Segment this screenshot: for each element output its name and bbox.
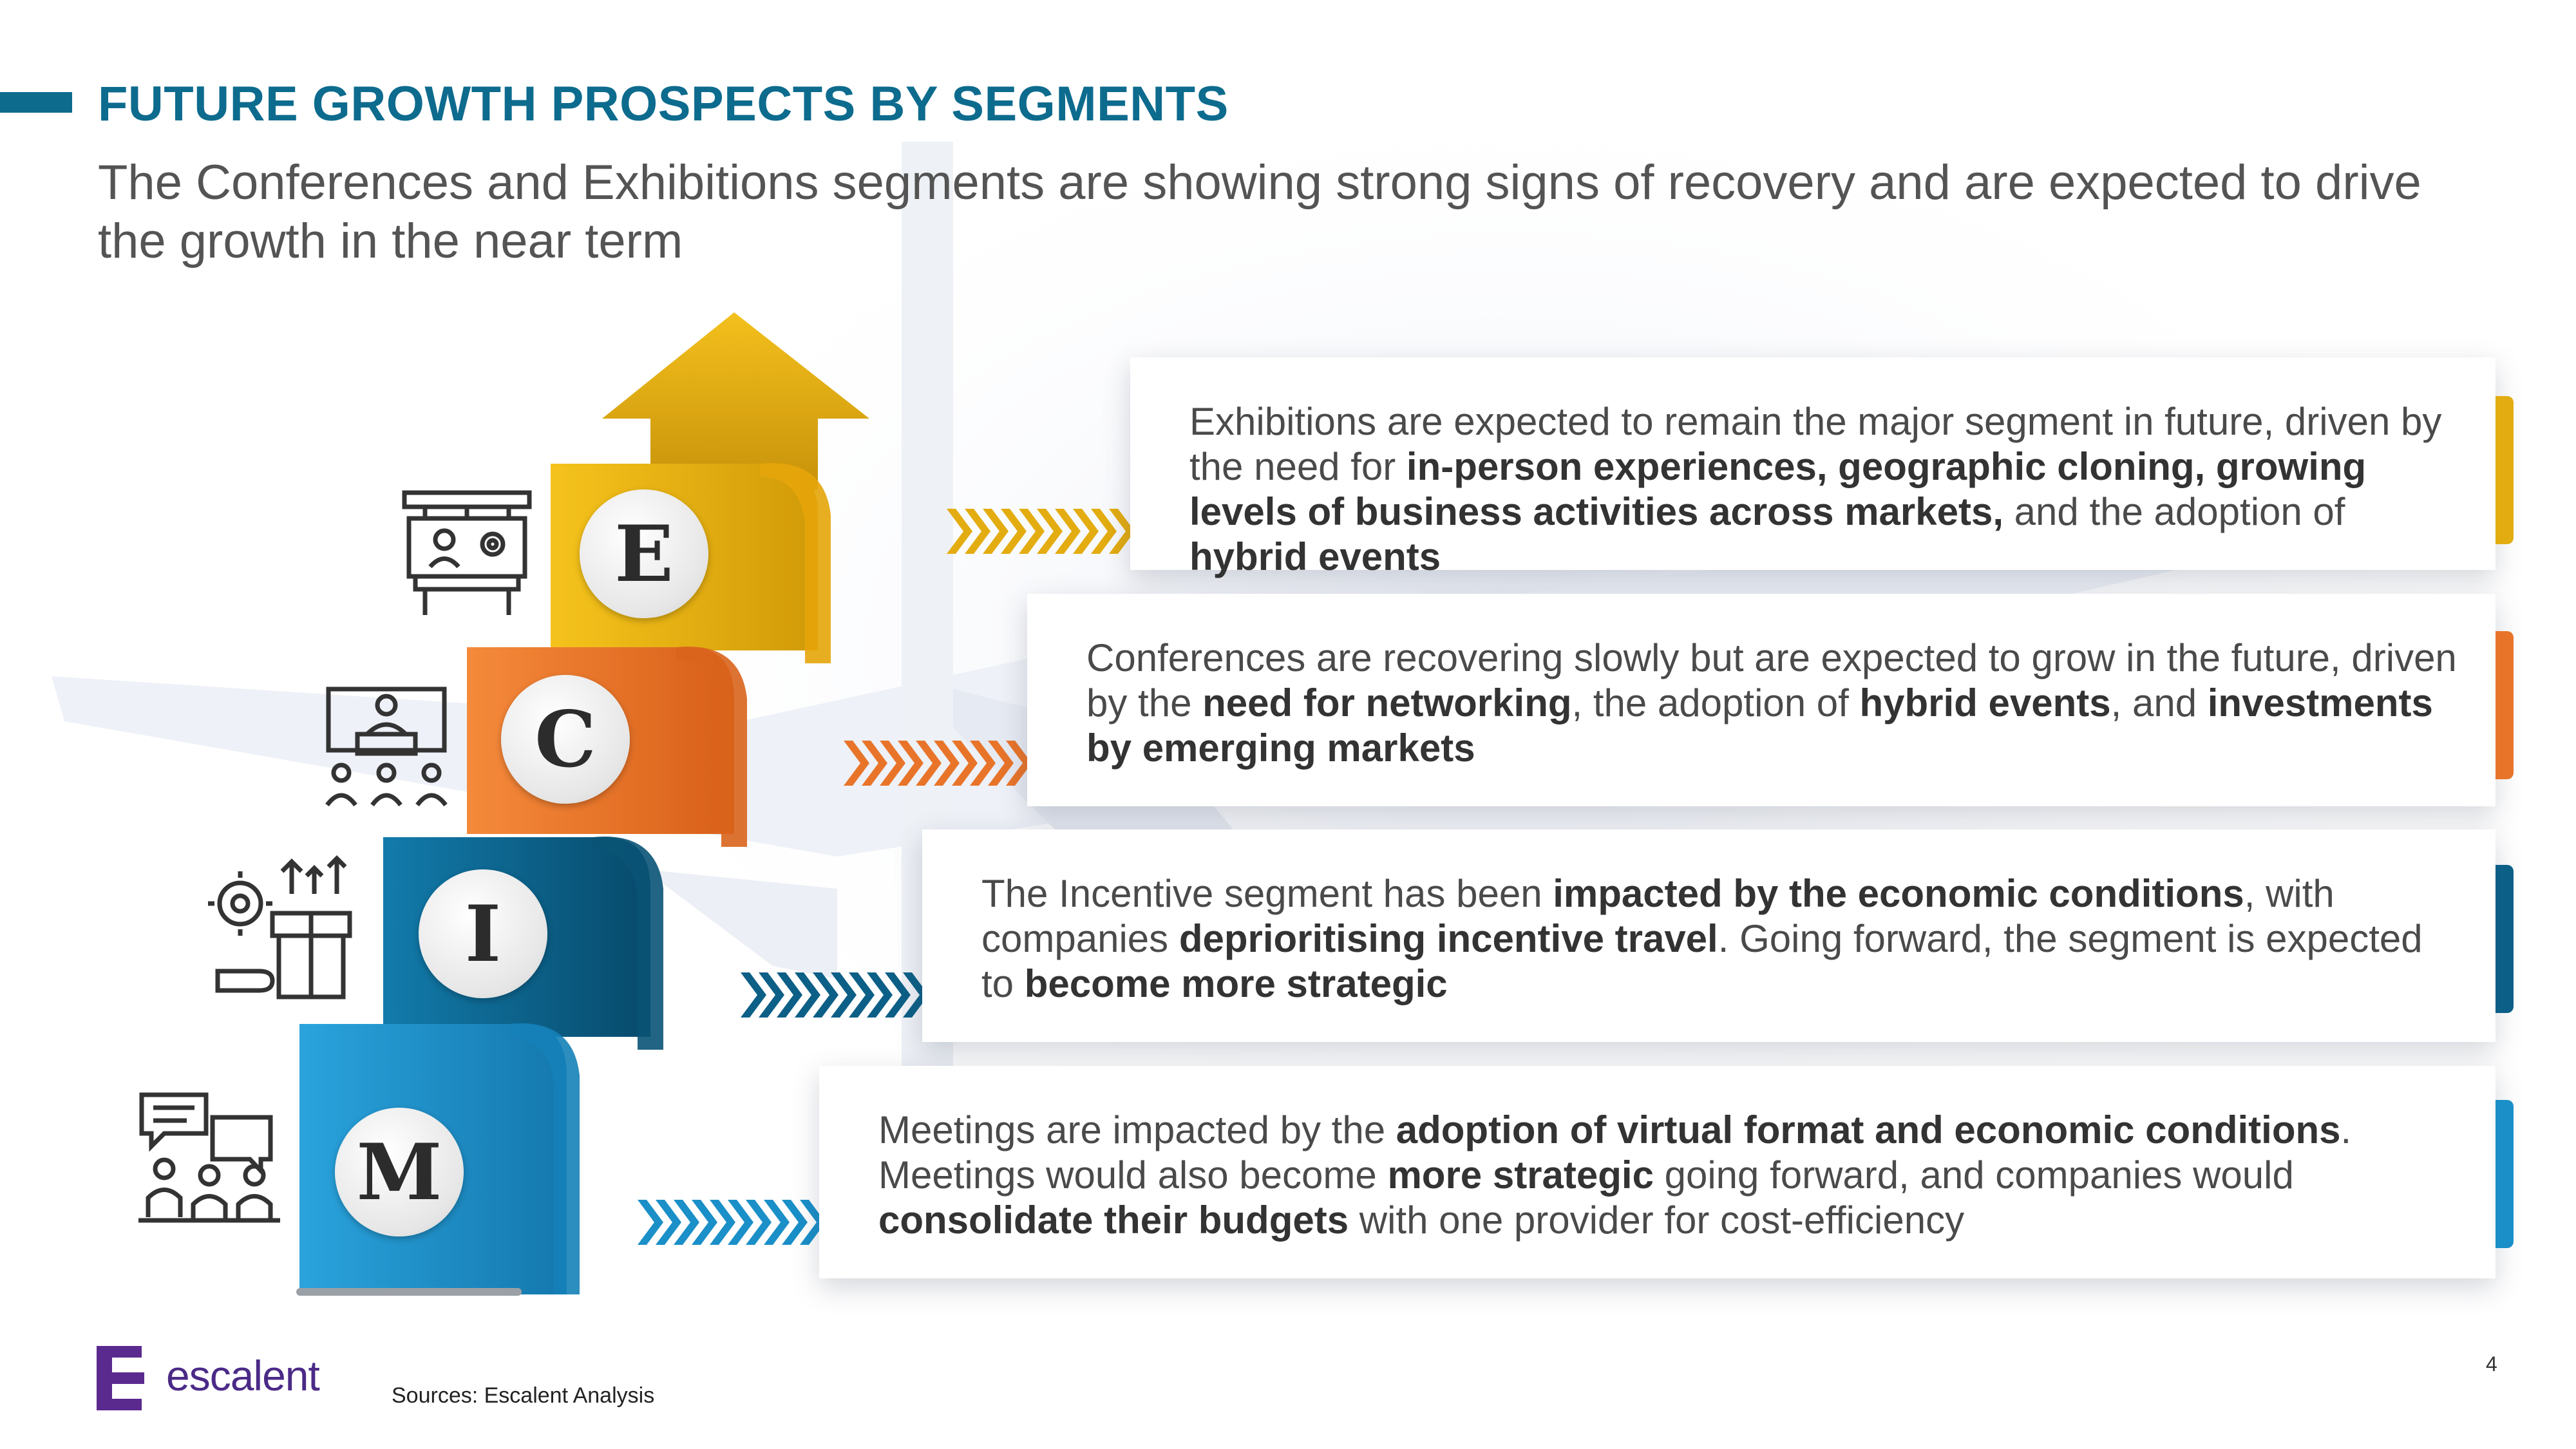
body-text: Conferences are recovering slowly but ar… xyxy=(1086,636,2457,724)
conferences-text: Conferences are recovering slowly but ar… xyxy=(1086,636,2471,771)
conference-presentation-icon xyxy=(325,687,448,807)
exhibitions-card: Exhibitions are expected to remain the m… xyxy=(1130,357,2496,578)
title-accent-bar xyxy=(0,92,72,113)
chevrons-m xyxy=(638,1200,826,1245)
incentive-card: The Incentive segment has been impacted … xyxy=(922,829,2496,1042)
body-text: going forward, and companies would xyxy=(1653,1153,2294,1197)
body-text: with one provider for cost-efficiency xyxy=(1349,1198,1965,1242)
letter-circle-e: E xyxy=(580,489,708,618)
body-text: . Going forward, the segment is expected… xyxy=(981,917,2423,1005)
body-text: . Meetings would also become xyxy=(878,1108,2352,1197)
page-subtitle: The Conferences and Exhibitions segments… xyxy=(98,155,2421,269)
letter-circle-c: C xyxy=(501,675,630,804)
emphasis-text: investments by emerging markets xyxy=(1086,681,2433,770)
body-text: , and xyxy=(2110,681,2208,724)
emphasis-text: become more strategic xyxy=(1024,962,1448,1005)
body-text: , the adoption of xyxy=(1571,681,1860,724)
growth-arrow-icon xyxy=(602,312,869,489)
page-number: 4 xyxy=(2486,1352,2497,1376)
sources-note: Sources: Escalent Analysis xyxy=(392,1383,655,1408)
body-text: The Incentive segment has been xyxy=(981,872,1553,915)
emphasis-text: more strategic xyxy=(1387,1153,1654,1197)
escalent-logo-text: escalent xyxy=(166,1352,320,1399)
chevrons-i xyxy=(741,972,929,1018)
letter-circle-m: M xyxy=(335,1108,464,1236)
body-text: , with companies xyxy=(981,872,2334,960)
conferences-card: Conferences are recovering slowly but ar… xyxy=(1027,594,2496,806)
letter-circle-i: I xyxy=(419,869,547,998)
body-text: Exhibitions are expected to remain the m… xyxy=(1189,400,2442,488)
emphasis-text: need for networking xyxy=(1202,681,1572,724)
page-title: FUTURE GROWTH PROSPECTS BY SEGMENTS xyxy=(98,77,1229,131)
exhibitions-accent-bar xyxy=(2496,396,2514,544)
meetings-card: Meetings are impacted by the adoption of… xyxy=(819,1066,2496,1278)
emphasis-text: consolidate their budgets xyxy=(878,1198,1349,1242)
incentive-text: The Incentive segment has been impacted … xyxy=(981,871,2463,1007)
body-text: and the adoption of xyxy=(2003,490,2345,533)
conferences-accent-bar xyxy=(2496,631,2514,779)
emphasis-text: impacted by the economic conditions xyxy=(1553,872,2244,915)
emphasis-text: hybrid events xyxy=(1859,681,2111,724)
emphasis-text: deprioritising incentive travel xyxy=(1179,917,1718,960)
emphasis-text: adoption of virtual format and economic … xyxy=(1396,1108,2341,1151)
emphasis-text: hybrid events xyxy=(1189,535,1441,578)
chevrons-e xyxy=(947,509,1135,554)
exhibitions-text: Exhibitions are expected to remain the m… xyxy=(1189,399,2471,580)
meetings-accent-bar xyxy=(2496,1100,2514,1248)
meeting-chat-icon xyxy=(138,1092,280,1223)
exhibition-booth-icon xyxy=(402,490,532,615)
body-text: Meetings are impacted by the xyxy=(878,1108,1396,1151)
incentive-accent-bar xyxy=(2496,865,2514,1013)
meetings-text: Meetings are impacted by the adoption of… xyxy=(878,1108,2456,1243)
emphasis-text: in-person experiences, geographic clonin… xyxy=(1189,445,2367,533)
chevrons-c xyxy=(844,741,1032,786)
escalent-logo-icon xyxy=(97,1346,144,1410)
incentive-gift-icon xyxy=(208,855,352,999)
